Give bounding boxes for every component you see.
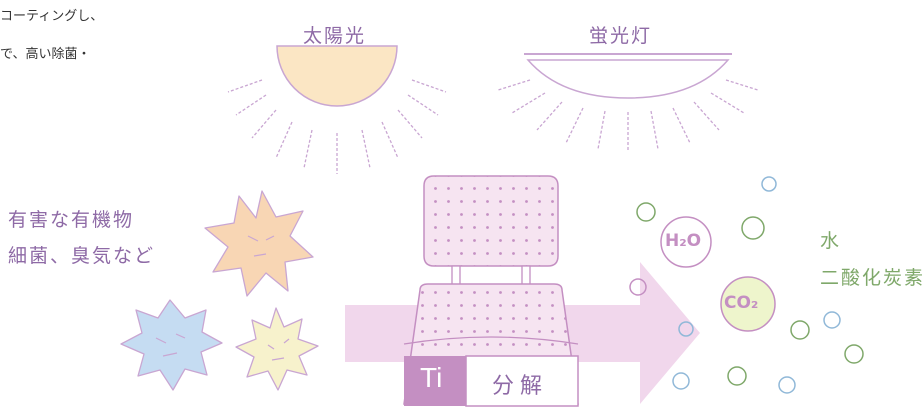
h2o-molecule-label: H₂O bbox=[665, 231, 702, 251]
germ-yellow-icon bbox=[235, 307, 319, 391]
fluorescent-lamp-label: 蛍光灯 bbox=[589, 25, 653, 47]
intro-text-line-1: コーティングし、 bbox=[0, 9, 104, 24]
co2-molecule-label: CO₂ bbox=[724, 293, 759, 313]
germ-orange-icon bbox=[204, 190, 314, 297]
decompose-label: 分解 bbox=[492, 374, 549, 399]
intro-text-line-2: で、高い除菌・ bbox=[0, 47, 91, 62]
co2-label: 二酸化炭素 bbox=[820, 267, 922, 289]
fluorescent-lamp-icon bbox=[497, 53, 759, 152]
water-label: 水 bbox=[820, 230, 842, 252]
ti-label: Ti bbox=[420, 362, 443, 393]
output-bubbles bbox=[629, 176, 864, 394]
ti-decompose-badge bbox=[404, 355, 579, 407]
bacteria-odor-label: 細菌、臭気など bbox=[8, 245, 156, 267]
germ-blue-icon bbox=[120, 299, 223, 391]
harmful-organics-label: 有害な有機物 bbox=[8, 209, 135, 231]
sun-icon bbox=[227, 45, 447, 174]
sun-label: 太陽光 bbox=[303, 25, 367, 47]
